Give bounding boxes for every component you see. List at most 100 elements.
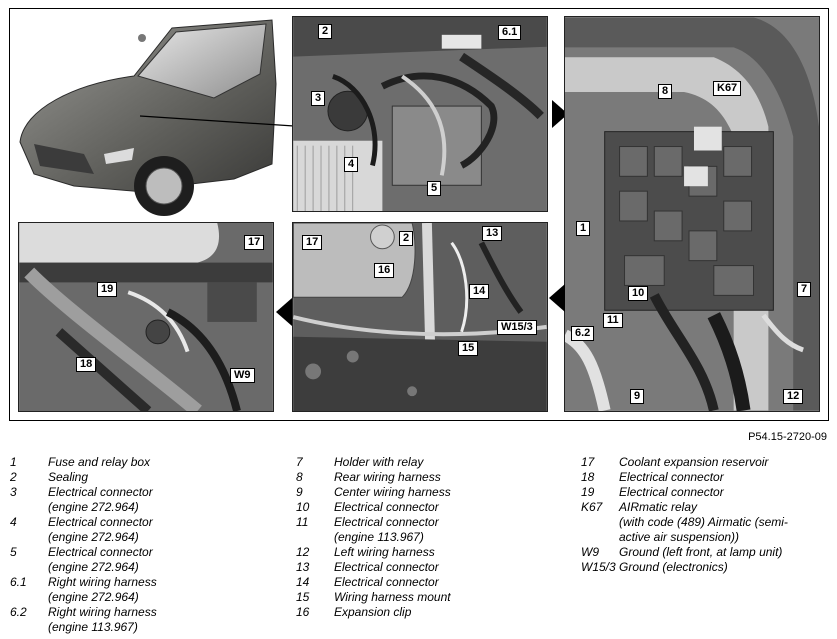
callout-2: 2 <box>318 24 333 39</box>
legend-code: 7 <box>296 455 303 469</box>
legend-description: Electrical connector <box>334 575 566 590</box>
legend-description-line: Wiring harness mount <box>334 590 451 604</box>
callout-17-reservoir: 17 <box>302 235 323 250</box>
callout-16: 16 <box>374 263 395 278</box>
legend-item: 13 Electrical connector <box>296 560 566 575</box>
callout-k67: K67 <box>713 81 742 96</box>
legend-code: 11 <box>296 515 309 529</box>
legend-item: 16 Expansion clip <box>296 605 566 620</box>
callout-2-lower: 2 <box>399 231 414 246</box>
legend-description: Ground (left front, at lamp unit) <box>619 545 831 560</box>
callout-15: 15 <box>458 341 479 356</box>
legend-description-line: (engine 113.967) <box>48 620 138 634</box>
legend-item: 9 Center wiring harness <box>296 485 566 500</box>
callout-6-2: 6.2 <box>571 326 595 341</box>
legend-description-line: Holder with relay <box>334 455 424 469</box>
legend-code: 8 <box>296 470 303 484</box>
figure-code: P54.15-2720-09 <box>748 431 827 443</box>
engine-compartment-photo <box>292 16 548 212</box>
legend-code: 10 <box>296 500 310 514</box>
legend-item: 7 Holder with relay <box>296 455 566 470</box>
legend-description-line: Electrical connector <box>48 545 153 559</box>
legend-description: Wiring harness mount <box>334 590 566 605</box>
left-front-connectors-photo <box>18 222 274 412</box>
legend-description: Electrical connector <box>619 485 831 500</box>
callout-10: 10 <box>628 286 649 301</box>
legend-description: Center wiring harness <box>334 485 566 500</box>
legend-description: Electrical connector(engine 113.967) <box>334 515 566 545</box>
callout-6-1: 6.1 <box>498 25 522 40</box>
legend-item: W9 Ground (left front, at lamp unit) <box>581 545 831 560</box>
legend-code: 6.1 <box>10 575 27 589</box>
legend-code: 18 <box>581 470 595 484</box>
legend-code: 12 <box>296 545 310 559</box>
legend-description-line: Electrical connector <box>619 485 724 499</box>
legend-item: 18 Electrical connector <box>581 470 831 485</box>
legend-description-line: Coolant expansion reservoir <box>619 455 769 469</box>
legend-description-line: Electrical connector <box>334 560 439 574</box>
legend-description-line: Electrical connector <box>334 500 439 514</box>
legend-code: 5 <box>10 545 17 559</box>
legend-description-line: Center wiring harness <box>334 485 451 499</box>
legend-item: 11 Electrical connector(engine 113.967) <box>296 515 566 545</box>
legend-description-line: Left wiring harness <box>334 545 435 559</box>
legend-code: 17 <box>581 455 595 469</box>
callout-5: 5 <box>427 181 442 196</box>
legend-description: AIRmatic relay(with code (489) Airmatic … <box>619 500 831 545</box>
legend-description: Ground (electronics) <box>619 560 831 575</box>
callout-8: 8 <box>658 84 673 99</box>
legend-description-line: (engine 272.964) <box>48 560 139 574</box>
legend-code: 1 <box>10 455 17 469</box>
legend-item: 10 Electrical connector <box>296 500 566 515</box>
callout-7: 7 <box>797 282 812 297</box>
legend-description-line: active air suspension)) <box>619 530 740 544</box>
legend-description-line: AIRmatic relay <box>619 500 698 514</box>
legend-code: 6.2 <box>10 605 27 619</box>
legend-code: 9 <box>296 485 303 499</box>
legend-description-line: Rear wiring harness <box>334 470 441 484</box>
callout-18: 18 <box>76 357 97 372</box>
legend-description-line: (engine 272.964) <box>48 590 139 604</box>
legend-description: Expansion clip <box>334 605 566 620</box>
legend-item: 12 Left wiring harness <box>296 545 566 560</box>
legend-description-line: (engine 272.964) <box>48 530 139 544</box>
arrow-left-icon <box>276 298 292 326</box>
callout-9: 9 <box>630 389 645 404</box>
legend-code: W15/3 <box>581 560 616 574</box>
legend-description-line: (engine 113.967) <box>334 530 424 544</box>
legend-description: Right wiring harness(engine 113.967) <box>48 605 280 635</box>
legend-code: 19 <box>581 485 595 499</box>
legend-code: 15 <box>296 590 310 604</box>
legend-code: 3 <box>10 485 17 499</box>
legend-description: Sealing <box>48 470 280 485</box>
legend-description-line: Right wiring harness <box>48 605 157 619</box>
legend-description: Electrical connector <box>334 500 566 515</box>
legend-description: Electrical connector <box>334 560 566 575</box>
car-overview-illustration <box>14 14 282 219</box>
legend-description-line: Fuse and relay box <box>48 455 151 469</box>
legend-description-line: Expansion clip <box>334 605 412 619</box>
legend-item: 8 Rear wiring harness <box>296 470 566 485</box>
legend-code: 13 <box>296 560 310 574</box>
legend-description: Rear wiring harness <box>334 470 566 485</box>
callout-1: 1 <box>576 221 591 236</box>
legend-description-line: Sealing <box>48 470 89 484</box>
legend-code: W9 <box>581 545 599 559</box>
legend-column-2: 7 Holder with relay 8 Rear wiring harness 9 C… <box>296 455 566 620</box>
callout-11: 11 <box>603 313 623 328</box>
legend-code: 16 <box>296 605 310 619</box>
legend-description: Electrical connector(engine 272.964) <box>48 545 280 575</box>
legend-description: Electrical connector <box>619 470 831 485</box>
legend-item: 19 Electrical connector <box>581 485 831 500</box>
legend-description: Electrical connector(engine 272.964) <box>48 515 280 545</box>
legend-description-line: Electrical connector <box>334 515 439 529</box>
legend-item: 17 Coolant expansion reservoir <box>581 455 831 470</box>
legend-description-line: Electrical connector <box>334 575 439 589</box>
